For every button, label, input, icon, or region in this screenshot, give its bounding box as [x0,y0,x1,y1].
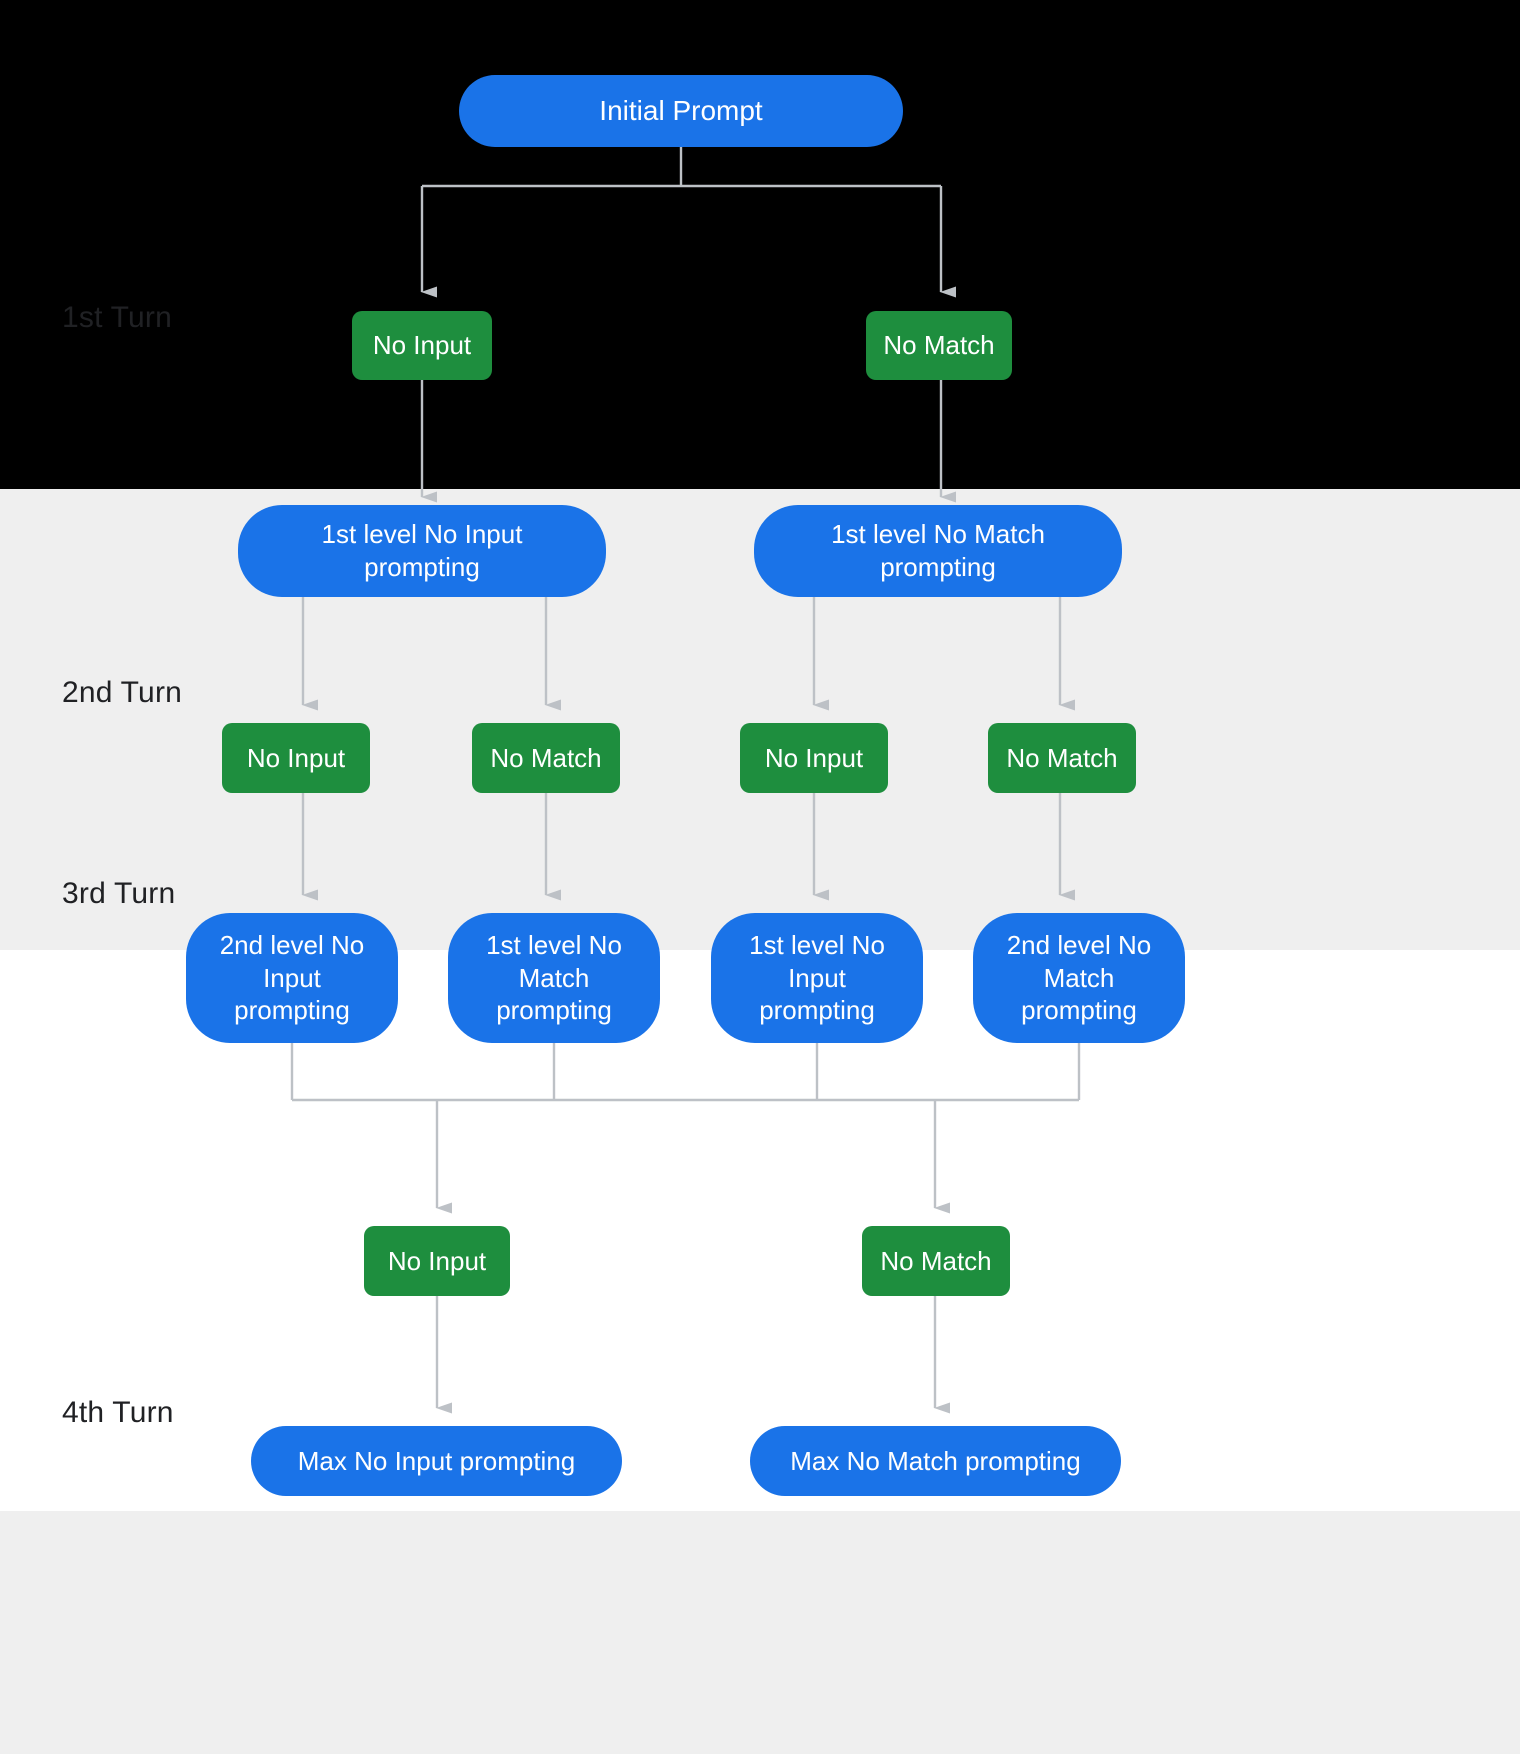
node-t2-no-match-a[interactable]: No Match [472,723,620,793]
node-t3-prompt-1st-no-input[interactable]: 1st level No Input prompting [711,913,923,1043]
turn-label-2nd: 2nd Turn [62,676,183,709]
node-t4-max-no-match[interactable]: Max No Match prompting [750,1426,1121,1496]
turn-label-3rd: 3rd Turn [62,877,176,910]
node-t3-prompt-2nd-no-match[interactable]: 2nd level No Match prompting [973,913,1185,1043]
node-t2-no-input-a[interactable]: No Input [222,723,370,793]
swimlane-band-4th-turn [0,1511,1520,1754]
node-t3-prompt-1st-no-match[interactable]: 1st level No Match prompting [448,913,660,1043]
turn-label-1st: 1st Turn [62,301,172,334]
node-t1-no-input[interactable]: No Input [352,311,492,380]
node-t4-max-no-input[interactable]: Max No Input prompting [251,1426,622,1496]
swimlane-band-1st-turn [0,0,1520,489]
node-t3-prompt-2nd-no-input[interactable]: 2nd level No Input prompting [186,913,398,1043]
node-t3-no-match[interactable]: No Match [862,1226,1010,1296]
node-t1-no-match[interactable]: No Match [866,311,1012,380]
node-t2-no-match-b[interactable]: No Match [988,723,1136,793]
node-initial-prompt[interactable]: Initial Prompt [459,75,903,147]
node-t2-prompt-no-input[interactable]: 1st level No Input prompting [238,505,606,597]
swimlane-band-3rd-turn [0,950,1520,1511]
node-t3-no-input[interactable]: No Input [364,1226,510,1296]
turn-label-4th: 4th Turn [62,1396,174,1429]
node-t2-prompt-no-match[interactable]: 1st level No Match prompting [754,505,1122,597]
node-t2-no-input-b[interactable]: No Input [740,723,888,793]
